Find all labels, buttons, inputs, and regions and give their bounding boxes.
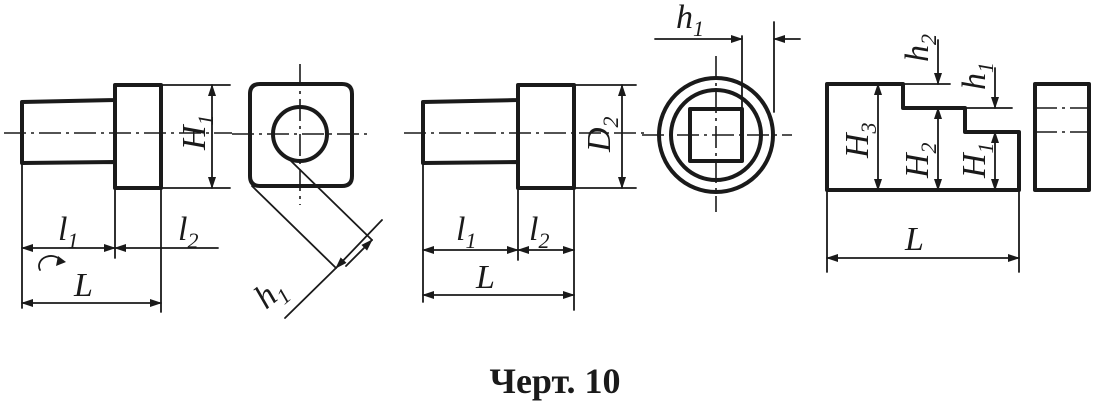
view-1-pin-side: l1 l2 L H1 <box>4 83 232 313</box>
view-4-round-end: h1 <box>642 0 801 212</box>
figure-caption: Черт. 10 <box>490 361 621 401</box>
dim-label-h1: h1 <box>956 62 998 90</box>
dim-label-h1: h1 <box>247 270 295 320</box>
dim-label-L: L <box>475 259 495 296</box>
dim-label-H3: H3 <box>839 122 881 159</box>
view-6-block-end <box>1033 82 1091 192</box>
dim-label-h1: h1 <box>676 0 704 41</box>
view-3-pin-side: l1 l2 L D2 <box>404 83 645 311</box>
dim-label-L: L <box>73 267 93 304</box>
dim-label-H1: H1 <box>176 114 218 151</box>
dim-label-L: L <box>904 221 924 258</box>
dim-label-l1: l1 <box>58 211 78 253</box>
dim-label-H1: H1 <box>956 142 998 179</box>
dim-label-l2: l2 <box>529 211 549 253</box>
dim-label-h2: h2 <box>899 34 941 62</box>
dim-label-D2: D2 <box>581 116 623 153</box>
dim-label-l1: l1 <box>456 211 476 253</box>
view-5-stepped-block: h2 h1 H3 H2 H1 L <box>825 34 1021 273</box>
dim-label-H2: H2 <box>899 142 941 179</box>
dim-label-l2: l2 <box>178 211 198 253</box>
view-2-head-end: h1 <box>232 64 383 320</box>
